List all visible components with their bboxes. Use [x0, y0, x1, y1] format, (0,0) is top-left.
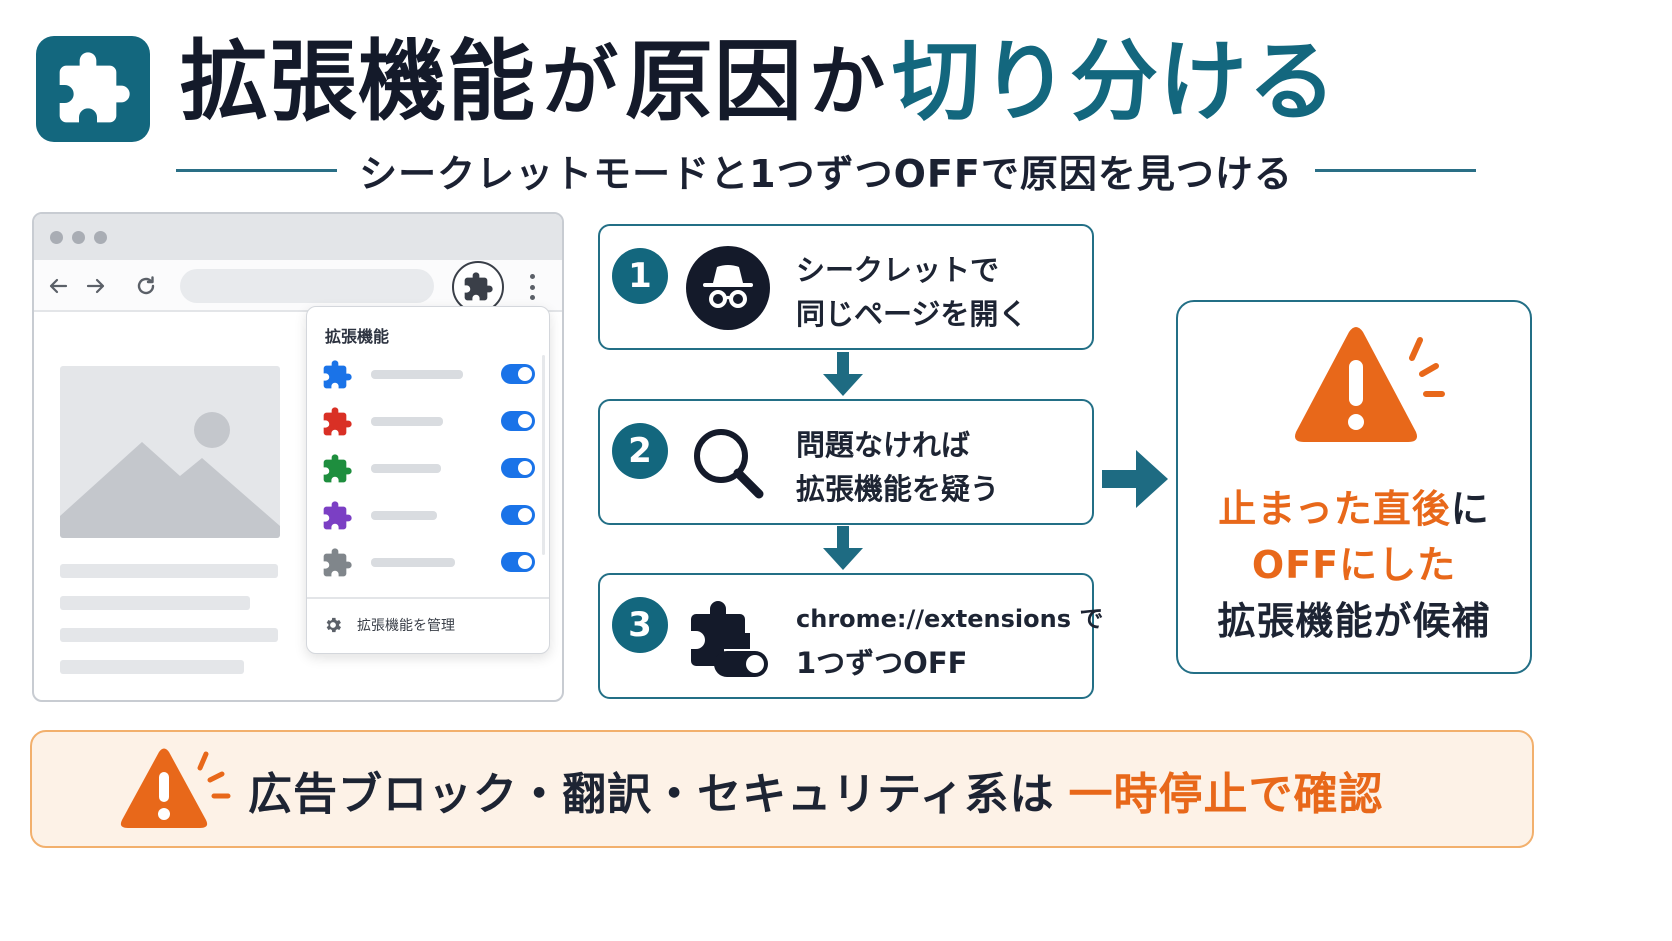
- step-card-2: 2 問題なければ 拡張機能を疑う: [598, 399, 1094, 525]
- gear-icon: [326, 617, 341, 633]
- popup-title: 拡張機能: [325, 327, 390, 346]
- step-number-badge: 3: [612, 597, 668, 653]
- browser-toolbar: [34, 260, 562, 313]
- extension-name-placeholder: [371, 558, 455, 567]
- result-accent: 止まった直後: [1218, 487, 1451, 531]
- step-number-badge: 2: [612, 423, 668, 479]
- forward-arrow-icon[interactable]: [82, 272, 110, 300]
- result-particle: に: [1450, 487, 1490, 531]
- extension-toggle[interactable]: [501, 458, 535, 478]
- step-text: シークレットで 同じページを開く: [796, 248, 1084, 336]
- title-part-isolate: 切り分ける: [892, 30, 1338, 133]
- extension-toggle[interactable]: [501, 505, 535, 525]
- menu-kebab-icon[interactable]: [528, 274, 536, 300]
- warning-icon: [1295, 327, 1445, 442]
- extension-name-placeholder: [371, 464, 441, 473]
- extension-puzzle-icon: [323, 360, 352, 389]
- step-card-3: 3 chrome://extensions で 1つずつOFF: [598, 573, 1104, 699]
- step-text-line2: 拡張機能を疑う: [796, 472, 1000, 506]
- down-arrow-icon: [823, 352, 863, 396]
- warning-banner: 広告ブロック・翻訳・セキュリティ系は 一時停止で確認: [30, 730, 1534, 848]
- extension-puzzle-icon: [323, 454, 352, 483]
- title-part-extensions: 拡張機能: [180, 30, 537, 133]
- extension-row: [321, 500, 535, 530]
- extension-toggle[interactable]: [501, 364, 535, 384]
- extension-puzzle-icon: [323, 548, 352, 577]
- text-placeholder-line: [60, 564, 278, 578]
- warning-icon: [120, 748, 231, 828]
- subtitle-row: シークレットモードと1つずつOFFで原因を見つける: [176, 150, 1477, 196]
- window-dot[interactable]: [50, 230, 63, 244]
- title-part-ka: か: [809, 37, 887, 126]
- extensions-popup: 拡張機能 拡張機能を管理: [306, 306, 550, 654]
- window-dot[interactable]: [72, 230, 85, 244]
- extensions-toolbar-button[interactable]: [452, 261, 504, 313]
- result-line-2: OFFにした: [1251, 543, 1457, 587]
- text-placeholder-line: [60, 660, 244, 674]
- address-bar[interactable]: [180, 269, 434, 303]
- result-line-3: 拡張機能が候補: [1217, 599, 1491, 643]
- subtitle-rule-left: [176, 168, 338, 172]
- page-title: 拡張機能 が 原因 か 切り分ける: [180, 22, 1337, 142]
- warning-text-normal: 広告ブロック・翻訳・セキュリティ系は: [248, 769, 1055, 820]
- step-text-line1: chrome://extensions で: [796, 605, 1104, 633]
- subtitle-rule-right: [1314, 168, 1477, 172]
- browser-titlebar: [34, 214, 562, 260]
- browser-window: 拡張機能 拡張機能を管理: [32, 212, 564, 702]
- step-card-1: 1 シークレットで 同じページを開く: [598, 224, 1094, 350]
- subtitle: シークレットモードと1つずつOFFで原因を見つける: [359, 151, 1293, 196]
- extension-toggle[interactable]: [501, 552, 535, 572]
- back-arrow-icon[interactable]: [44, 272, 72, 300]
- text-placeholder-line: [60, 628, 278, 642]
- extension-puzzle-icon: [323, 407, 352, 436]
- title-part-cause: 原因: [625, 30, 804, 133]
- extension-name-placeholder: [371, 511, 437, 520]
- extension-puzzle-icon: [323, 501, 352, 530]
- puzzle-icon: [464, 272, 493, 301]
- warning-text-accent: 一時停止で確認: [1068, 769, 1384, 820]
- extension-row: [321, 547, 535, 577]
- step-number-badge: 1: [612, 248, 668, 304]
- magnifier-icon: [684, 417, 772, 509]
- text-placeholder-line: [60, 596, 250, 610]
- step-text: chrome://extensions で 1つずつOFF: [796, 597, 1104, 685]
- popup-divider: [307, 597, 549, 599]
- extension-name-placeholder: [371, 370, 463, 379]
- popup-scrollbar[interactable]: [542, 355, 545, 555]
- step-text-line1: 問題なければ: [796, 428, 971, 462]
- extension-row: [321, 359, 535, 389]
- extension-row: [321, 453, 535, 483]
- step-text-line2: 同じページを開く: [796, 297, 1028, 331]
- puzzle-toggle-icon: [684, 591, 772, 683]
- incognito-icon: [684, 242, 772, 334]
- down-arrow-icon: [823, 526, 863, 570]
- extension-row: [321, 406, 535, 436]
- puzzle-logo-icon: [36, 36, 150, 142]
- window-dot[interactable]: [94, 230, 107, 244]
- image-placeholder: [60, 366, 280, 538]
- extension-name-placeholder: [371, 417, 443, 426]
- extension-toggle[interactable]: [501, 411, 535, 431]
- manage-extensions-item[interactable]: 拡張機能を管理: [323, 613, 455, 637]
- right-arrow-icon: [1102, 450, 1168, 508]
- reload-icon[interactable]: [132, 272, 160, 300]
- step-text: 問題なければ 拡張機能を疑う: [796, 423, 1084, 511]
- title-part-ga: が: [542, 37, 620, 126]
- result-line-1: 止まった直後に: [1178, 478, 1530, 533]
- result-box: 止まった直後に OFFにした 拡張機能が候補: [1176, 300, 1532, 674]
- step-text-line2: 1つずつOFF: [796, 646, 968, 680]
- manage-extensions-label: 拡張機能を管理: [357, 618, 455, 634]
- warning-text: 広告ブロック・翻訳・セキュリティ系は 一時停止で確認: [248, 756, 1383, 824]
- step-text-line1: シークレットで: [796, 253, 1000, 287]
